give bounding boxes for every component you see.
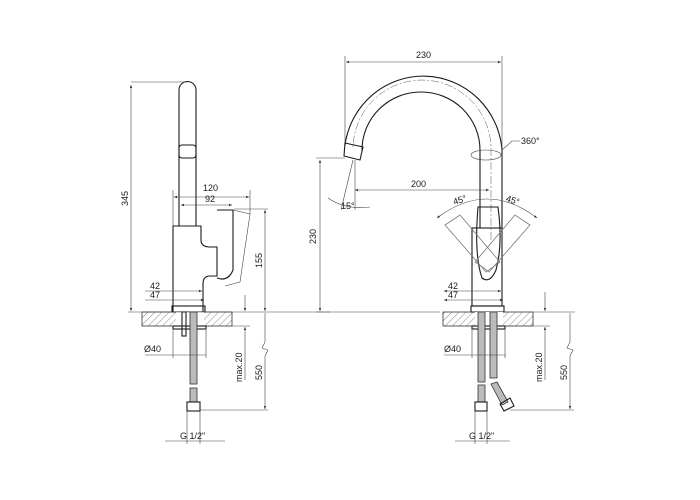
front-dim-360: 360° (521, 136, 540, 146)
front-faucet-outline (343, 75, 531, 313)
front-dim-230-width: 230 (416, 50, 431, 60)
front-dim-thread: G 1/2" (469, 431, 494, 441)
front-dimension-lines (316, 56, 575, 444)
front-view: 230 230 200 360° 45° 45° 15° 42 47 Ø40 m… (308, 50, 575, 444)
side-dim-diameter-40: Ø40 (144, 344, 161, 354)
side-faucet-outline (171, 81, 251, 313)
side-dim-thread: G 1/2" (180, 431, 205, 441)
front-dim-230-height: 230 (308, 229, 318, 244)
front-hoses (474, 311, 515, 412)
side-dim-max20: max.20 (234, 352, 244, 382)
front-dim-45-right: 45° (505, 193, 521, 207)
side-hoses (181, 311, 201, 412)
side-dimension-lines (128, 81, 330, 444)
side-view: 345 120 92 155 42 47 Ø40 max.20 550 G 1/… (120, 81, 330, 444)
front-dim-diameter-40: Ø40 (444, 344, 461, 354)
front-dim-45-left: 45° (452, 193, 468, 207)
side-dim-345: 345 (120, 191, 130, 206)
front-dim-550: 550 (559, 365, 569, 380)
side-dim-92: 92 (205, 194, 215, 204)
side-dim-155: 155 (254, 253, 264, 268)
side-dim-550: 550 (254, 365, 264, 380)
side-countertop (141, 311, 233, 330)
front-dim-200: 200 (411, 179, 426, 189)
front-dim-47: 47 (448, 290, 458, 300)
side-dim-120: 120 (203, 183, 218, 193)
side-dim-42: 42 (150, 281, 160, 291)
front-countertop (442, 311, 534, 330)
front-dim-15: 15° (341, 201, 355, 211)
front-dim-42: 42 (448, 281, 458, 291)
front-dim-max20: max.20 (534, 352, 544, 382)
side-dim-47: 47 (150, 290, 160, 300)
